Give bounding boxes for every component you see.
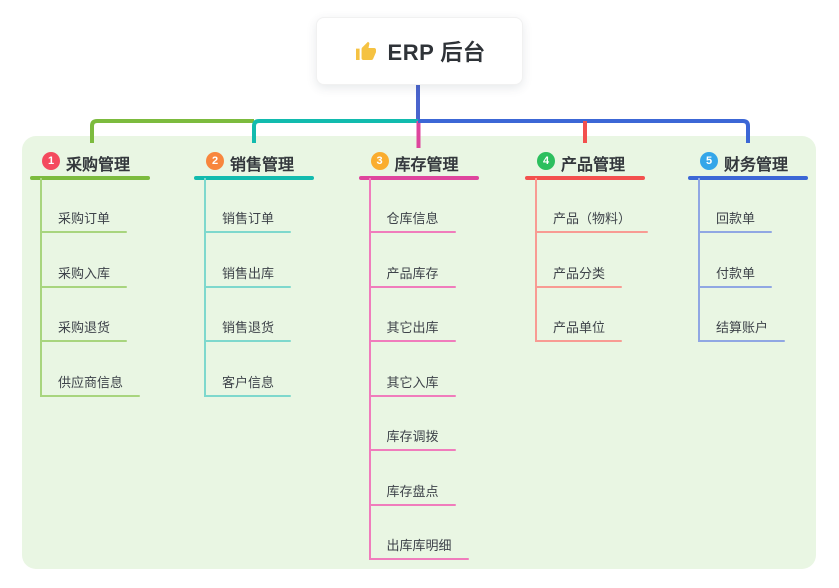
branch-3-badge: 3 bbox=[370, 152, 389, 170]
child-node-3-6-underline bbox=[368, 503, 456, 506]
child-node-3-3[interactable]: 其它出库 bbox=[386, 320, 439, 335]
child-node-2-4-underline bbox=[204, 394, 291, 397]
branches-panel bbox=[22, 136, 816, 569]
child-node-5-3-underline bbox=[698, 340, 785, 342]
branch-3-spine bbox=[368, 178, 371, 560]
child-node-4-2-underline bbox=[535, 285, 622, 288]
child-node-3-1[interactable]: 仓库信息 bbox=[386, 211, 439, 226]
child-node-1-1[interactable]: 采购订单 bbox=[58, 211, 111, 226]
child-node-2-3-underline bbox=[204, 340, 291, 342]
root-node-label: ERP 后台 bbox=[387, 40, 486, 65]
branch-4-badge: 4 bbox=[537, 152, 555, 170]
child-node-3-7[interactable]: 出库库明细 bbox=[386, 538, 452, 553]
child-node-2-1-underline bbox=[204, 231, 291, 233]
child-node-1-1-underline bbox=[40, 231, 127, 233]
child-node-3-4-underline bbox=[368, 394, 456, 397]
branch-title-1[interactable]: 采购管理 bbox=[66, 157, 131, 174]
branch-5-spine bbox=[698, 178, 700, 342]
child-node-5-2-underline bbox=[698, 285, 772, 288]
branch-title-3[interactable]: 库存管理 bbox=[394, 157, 459, 174]
child-node-1-2[interactable]: 采购入库 bbox=[58, 265, 111, 281]
branch-4-title-underline bbox=[525, 176, 645, 180]
child-node-2-3[interactable]: 销售退货 bbox=[222, 320, 275, 335]
child-node-3-2-underline bbox=[368, 285, 456, 288]
branch-5-badge: 5 bbox=[700, 152, 718, 170]
child-node-4-3[interactable]: 产品单位 bbox=[553, 320, 606, 335]
child-node-3-5[interactable]: 库存调拨 bbox=[386, 429, 439, 444]
child-node-4-3-underline bbox=[535, 340, 622, 342]
branch-2-badge: 2 bbox=[206, 152, 224, 170]
branch-2-title-underline bbox=[194, 176, 314, 180]
child-node-3-4[interactable]: 其它入库 bbox=[386, 374, 439, 390]
child-node-1-4[interactable]: 供应商信息 bbox=[58, 374, 124, 390]
child-node-2-2-underline bbox=[204, 285, 291, 288]
child-node-4-1-underline bbox=[535, 231, 648, 233]
branch-4-spine bbox=[535, 178, 537, 342]
branch-title-2[interactable]: 销售管理 bbox=[230, 157, 295, 174]
child-node-2-1[interactable]: 销售订单 bbox=[222, 211, 275, 226]
child-node-4-2[interactable]: 产品分类 bbox=[553, 265, 606, 281]
child-node-3-5-underline bbox=[368, 449, 456, 451]
child-node-3-3-underline bbox=[368, 340, 456, 342]
child-node-3-7-underline bbox=[368, 558, 469, 560]
child-node-2-4[interactable]: 客户信息 bbox=[222, 374, 275, 390]
branch-1-title-underline bbox=[30, 176, 150, 180]
child-node-1-4-underline bbox=[40, 394, 140, 397]
branch-5-title-underline bbox=[688, 176, 808, 180]
child-node-3-6[interactable]: 库存盘点 bbox=[386, 483, 439, 499]
child-node-3-1-underline bbox=[368, 231, 456, 233]
branch-title-4[interactable]: 产品管理 bbox=[561, 157, 626, 174]
branch-title-5[interactable]: 财务管理 bbox=[724, 157, 789, 174]
branch-3-title-underline bbox=[358, 176, 479, 180]
root-node[interactable]: ERP 后台 bbox=[316, 17, 523, 85]
child-node-1-3-underline bbox=[40, 340, 127, 342]
child-node-4-1[interactable]: 产品（物料） bbox=[553, 211, 632, 226]
child-node-2-2[interactable]: 销售出库 bbox=[222, 265, 275, 281]
child-node-3-2[interactable]: 产品库存 bbox=[386, 265, 439, 281]
child-node-1-2-underline bbox=[40, 285, 127, 288]
child-node-1-3[interactable]: 采购退货 bbox=[58, 320, 111, 335]
branch-1-badge: 1 bbox=[42, 152, 60, 170]
thumbs-up-icon bbox=[354, 39, 378, 63]
child-node-5-2[interactable]: 付款单 bbox=[716, 265, 756, 281]
child-node-5-3[interactable]: 结算账户 bbox=[716, 320, 769, 335]
child-node-5-1-underline bbox=[698, 231, 772, 233]
child-node-5-1[interactable]: 回款单 bbox=[716, 211, 756, 226]
